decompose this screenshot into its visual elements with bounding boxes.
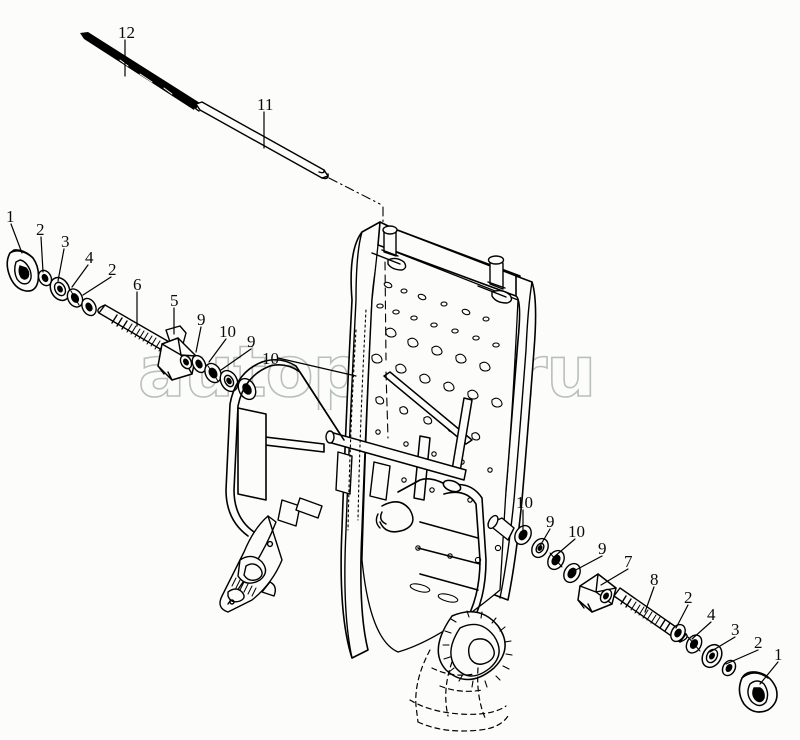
callout-number-7: 7 (624, 552, 633, 571)
part-4-spacer-right (685, 634, 703, 654)
callout-number-5: 5 (170, 291, 179, 310)
part-1-left-knob (6, 249, 40, 292)
callout-number-9: 9 (598, 539, 607, 558)
part-2-washer-right-b (721, 659, 737, 677)
callout-number-1: 1 (6, 207, 15, 226)
leader-line-2 (82, 276, 112, 296)
part-10-washer-right-a (514, 524, 532, 546)
callout-number-9: 9 (247, 332, 256, 351)
part-11-control-rod (193, 101, 329, 180)
leader-line-10 (277, 357, 357, 377)
leader-line-9 (539, 528, 551, 547)
spring-clamp (375, 501, 414, 533)
callout-number-2: 2 (754, 633, 763, 652)
part-9-bearing-right-a (531, 537, 549, 559)
callout-number-4: 4 (85, 248, 94, 267)
callout-number-10: 10 (568, 522, 585, 541)
callout-number-8: 8 (650, 570, 659, 589)
lower-latch-mechanism (219, 497, 323, 613)
part-2-washer-left-b (81, 297, 97, 317)
part-2-washer-left-a (37, 269, 53, 287)
callout-number-2: 2 (108, 260, 117, 279)
callout-number-12: 12 (118, 23, 135, 42)
part-9-bearing-left-a (191, 354, 207, 374)
leader-line-1 (10, 223, 23, 254)
leader-line-10 (208, 338, 227, 363)
callout-number-3: 3 (61, 232, 70, 251)
callout-number-3: 3 (731, 620, 740, 639)
leader-line-3 (709, 636, 736, 653)
headrest-latch-right (477, 285, 513, 304)
part-1-right-knob (738, 671, 778, 713)
part-3-bushing-right (701, 643, 723, 669)
part-7-right-bracket (577, 573, 617, 613)
callout-number-2: 2 (36, 220, 45, 239)
leader-line-4 (691, 621, 712, 640)
callout-number-6: 6 (133, 275, 142, 294)
headrest-guide-post-right (487, 255, 506, 290)
headrest-latch-left (371, 252, 407, 271)
lumbar-wire-hoop (225, 358, 345, 537)
part-9-bearing-right-b (563, 562, 581, 584)
part-4-spacer-left (66, 288, 84, 308)
callout-number-10: 10 (262, 349, 279, 368)
part-12-rod-tip (80, 32, 200, 110)
callout-leaders (10, 39, 779, 685)
part-8-right-rod (613, 587, 688, 643)
frame-cross-tube (325, 430, 467, 501)
callout-number-2: 2 (684, 588, 693, 607)
leader-line-9 (571, 555, 603, 573)
part-2-washer-right-a (670, 623, 686, 643)
right-wire-hoop (397, 478, 487, 627)
callout-number-9: 9 (546, 512, 555, 531)
leader-line-9 (220, 348, 252, 371)
leader-line-1 (759, 661, 779, 685)
leader-line-9 (195, 326, 202, 353)
leader-line-2 (675, 604, 689, 629)
part-9-bearing-left-b (219, 369, 239, 393)
part-10-washer-left-b (237, 377, 257, 401)
phantom-seat-cushion (409, 649, 509, 732)
leader-line-2 (40, 236, 44, 273)
leader-line-7 (600, 568, 629, 586)
callout-number-9: 9 (197, 310, 206, 329)
leader-line-3 (57, 248, 65, 282)
right-pivot-stub (487, 514, 515, 541)
panel-dotted-edge (347, 309, 367, 531)
headrest-guide-post-left (381, 225, 399, 257)
leader-line-2 (725, 649, 759, 665)
callout-number-1: 1 (774, 645, 783, 664)
leader-line-4 (71, 264, 89, 288)
phantom-centre-line (384, 261, 389, 439)
leader-line-8 (644, 586, 655, 613)
part-5-left-bracket (157, 325, 197, 381)
callout-number-10: 10 (516, 493, 533, 512)
part-10-washer-right-b (547, 549, 565, 571)
callout-number-11: 11 (257, 95, 274, 114)
part-12-rod-tip-detail (119, 59, 173, 95)
leader-line-10 (553, 538, 576, 558)
callout-number-10: 10 (219, 322, 236, 341)
callout-number-4: 4 (707, 605, 716, 624)
part-10-washer-left-a (204, 362, 222, 384)
part-3-bushing-left (49, 276, 71, 302)
recliner-ratchet-gear (437, 610, 513, 688)
